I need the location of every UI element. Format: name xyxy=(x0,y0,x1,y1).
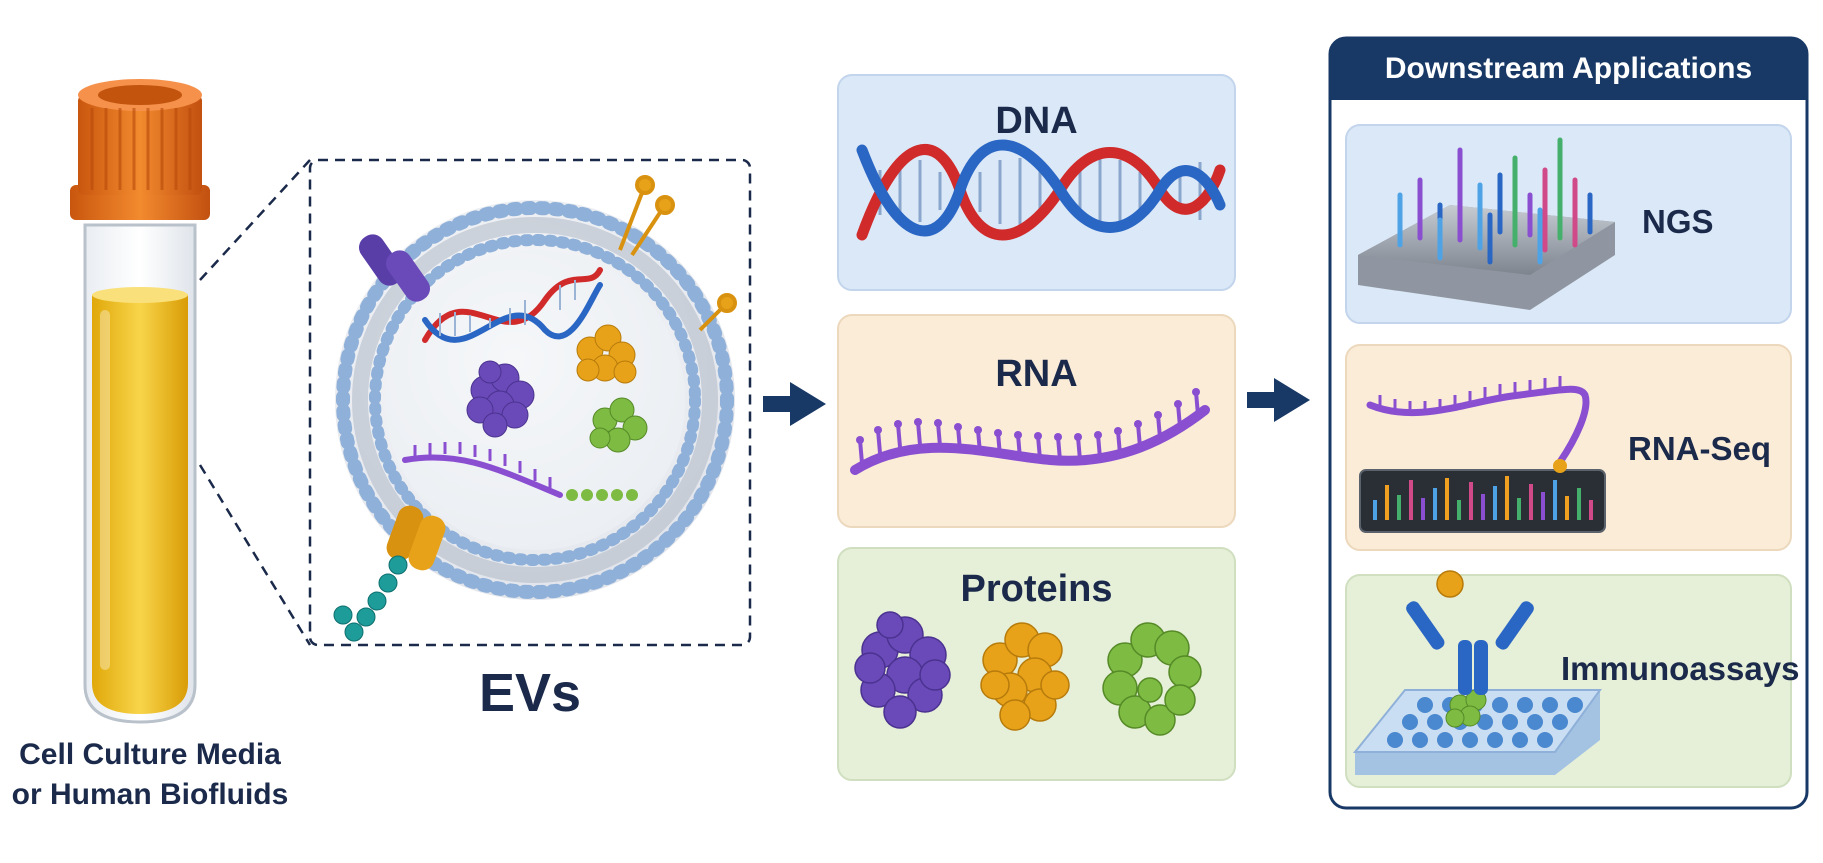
ev-label: EVs xyxy=(478,663,582,723)
arrow-to-applications xyxy=(1247,378,1310,422)
membrane-protein-purple xyxy=(359,234,430,302)
surface-lipids xyxy=(618,175,737,332)
dna-helix-icon xyxy=(856,139,1226,241)
source-caption: Cell Culture Media or Human Biofluids xyxy=(0,735,300,815)
immunoassay-icon xyxy=(1352,570,1602,775)
vesicle-protein-green xyxy=(589,397,648,453)
proteins-title: Proteins xyxy=(960,568,1113,610)
dna-title: DNA xyxy=(995,100,1078,142)
protein-purple-icon xyxy=(854,611,951,729)
card-rna xyxy=(837,314,1236,528)
fluid xyxy=(92,295,188,714)
zoom-callout xyxy=(198,158,752,647)
ngs-chip-icon xyxy=(1358,137,1615,310)
ngs-label: NGS xyxy=(1642,203,1714,240)
rna-seq-label: RNA-Seq xyxy=(1628,430,1772,467)
source-caption-line2: or Human Biofluids xyxy=(11,778,289,811)
sample-tube xyxy=(70,79,210,724)
source-caption-line1: Cell Culture Media xyxy=(19,738,281,771)
rna-title: RNA xyxy=(995,353,1078,395)
extracellular-vesicle xyxy=(333,175,737,642)
rna-strand-icon xyxy=(850,388,1210,475)
applications-header: Downstream Applications xyxy=(1330,38,1807,100)
surface-glycan-chain xyxy=(333,555,408,642)
protein-orange-icon xyxy=(980,622,1070,731)
arrow-to-cargo xyxy=(763,382,826,426)
membrane-protein-orange xyxy=(386,505,446,571)
vesicle-protein-purple xyxy=(466,360,535,438)
vesicle-protein-orange xyxy=(576,324,637,384)
vesicle-dna xyxy=(422,267,603,343)
tube-cap xyxy=(70,79,210,220)
vesicle-rna xyxy=(402,442,638,501)
rna-seq-icon xyxy=(1359,376,1606,533)
protein-green-icon xyxy=(1102,622,1202,736)
immunoassays-label: Immunoassays xyxy=(1561,650,1800,687)
card-dna xyxy=(837,74,1236,291)
